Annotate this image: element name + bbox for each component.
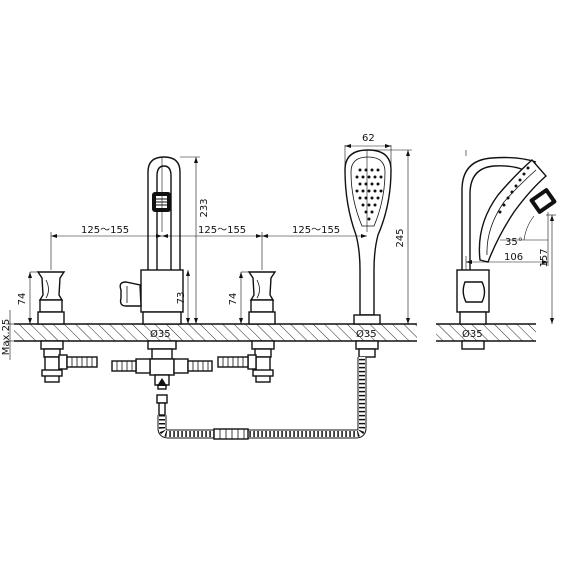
hand-shower: [344, 149, 392, 358]
label-diam-spout: Ø35: [150, 328, 171, 340]
label-diam-shower: Ø35: [356, 328, 377, 340]
left-handle-valve: [36, 271, 98, 383]
label-shower-width: 62: [362, 133, 375, 144]
spout: [119, 156, 184, 325]
deck-slab: [14, 323, 417, 342]
label-spout-height: 233: [199, 198, 210, 217]
side-view-spout: [456, 156, 557, 350]
label-angle: 35°: [505, 237, 523, 248]
label-reach: 106: [504, 252, 523, 263]
label-spacing-2: 125～155: [198, 225, 246, 236]
label-diam-side: Ø35: [462, 328, 483, 340]
label-handle-left-height: 74: [17, 293, 28, 306]
shower-nozzles: [355, 168, 383, 221]
right-handle-valve: [217, 271, 277, 383]
shower-hose: [157, 357, 367, 440]
center-valve-assembly: [111, 340, 213, 416]
label-max-deck: Max.25: [1, 319, 12, 356]
label-spacing-3: 125～155: [292, 225, 340, 236]
label-handle-right-height: 74: [228, 293, 239, 306]
label-side-height: 157: [539, 248, 550, 267]
side-nozzles: [498, 166, 530, 214]
label-spacing-1: 125～155: [81, 225, 129, 236]
label-spout-body-height: 73: [176, 292, 187, 305]
dimension-lines: [6, 144, 556, 360]
label-shower-height: 245: [395, 228, 406, 247]
side-deck-slab: [436, 323, 536, 342]
dimension-labels: 125～155 125～155 125～155 233 74 74 73 Max…: [1, 133, 550, 355]
